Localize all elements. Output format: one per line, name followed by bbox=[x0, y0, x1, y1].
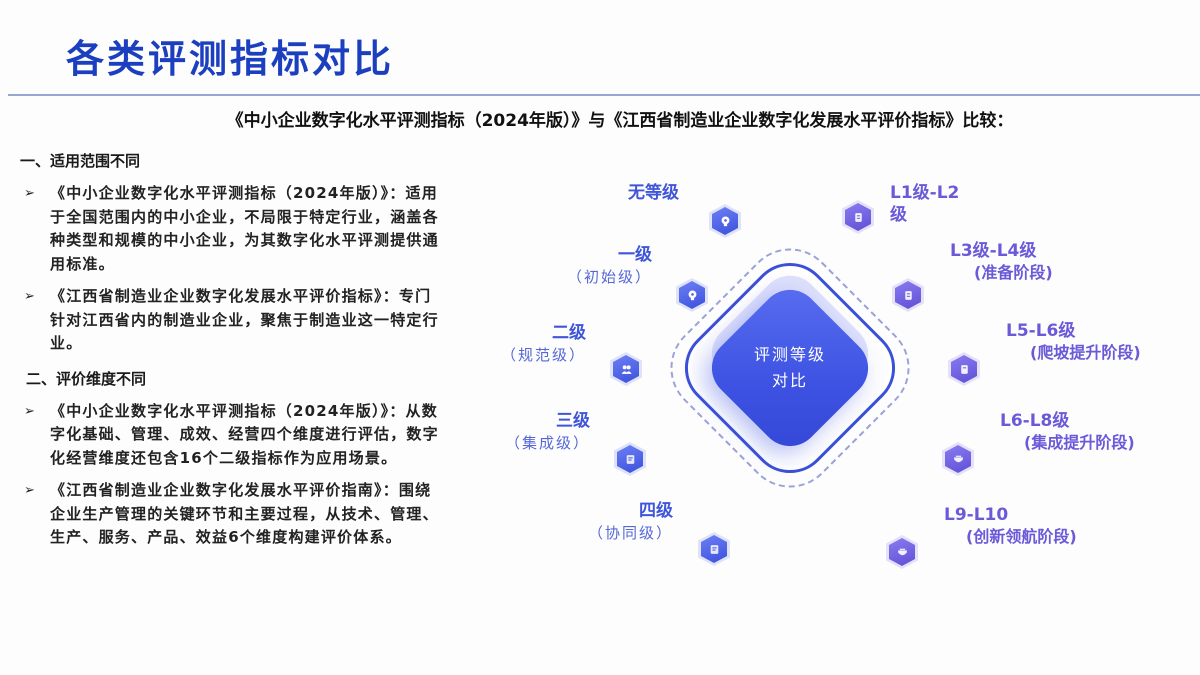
center-label-line1: 评测等级 bbox=[753, 345, 826, 364]
level-node-1 bbox=[676, 278, 708, 312]
level-node-2 bbox=[610, 352, 642, 386]
level-label-l3-l4: L3级-L4级 (准备阶段) bbox=[950, 240, 1053, 284]
clipboard-icon bbox=[904, 290, 912, 300]
document-icon bbox=[710, 544, 718, 554]
level-title: L1级-L2 bbox=[890, 183, 960, 203]
level-node-l5-l6 bbox=[948, 352, 980, 386]
level-title: L3级-L4级 bbox=[950, 241, 1037, 261]
level-subtitle: (集成提升阶段) bbox=[1024, 433, 1135, 452]
bullet-text: 《中小企业数字化水平评测指标（2024年版）》：适用于全国范围内的中小企业，不局… bbox=[50, 184, 439, 273]
clipboard-icon bbox=[854, 212, 862, 222]
arrowhead-bullet-icon: ➢ bbox=[24, 289, 37, 304]
level-label-l9-l10: L9-L10 (创新领航阶段) bbox=[944, 504, 1077, 548]
bullet-item: ➢ 《江西省制造业企业数字化发展水平评价指南》：围绕企业生产管理的关键环节和主要… bbox=[20, 479, 440, 550]
comparison-subtitle: 《中小企业数字化水平评测指标（2024年版）》与《江西省制造业企业数字化发展水平… bbox=[226, 111, 1014, 131]
level-label-4: 四级 （协同级） bbox=[588, 500, 673, 544]
section-heading-dimensions: 二、评价维度不同 bbox=[26, 369, 147, 388]
bullet-item: ➢ 《中小企业数字化水平评测指标（2024年版）》：适用于全国范围内的中小企业，… bbox=[20, 182, 440, 276]
level-node-3 bbox=[614, 442, 646, 476]
level-subtitle: (准备阶段) bbox=[974, 263, 1053, 282]
level-title: L6-L8级 bbox=[1000, 411, 1070, 431]
level-label-l6-l8: L6-L8级 (集成提升阶段) bbox=[1000, 410, 1135, 454]
level-node-l6-l8 bbox=[942, 442, 974, 476]
level-label-none: 无等级 bbox=[628, 182, 679, 204]
section-heading-scope: 一、适用范围不同 bbox=[20, 152, 141, 170]
level-node-4 bbox=[698, 532, 730, 566]
arrowhead-bullet-icon: ➢ bbox=[24, 403, 37, 419]
level-label-l1-l2: L1级-L2 级 bbox=[890, 182, 959, 226]
level-label-2: 二级 （规范级） bbox=[500, 322, 586, 366]
clipboard-icon bbox=[960, 364, 968, 374]
users-icon bbox=[621, 364, 632, 374]
level-node-l1-l2 bbox=[842, 200, 874, 234]
comparison-text-column: 一、适用范围不同 ➢ 《中小企业数字化水平评测指标（2024年版）》：适用于全国… bbox=[20, 150, 440, 559]
level-label-l5-l6: L5-L6级 (爬坡提升阶段) bbox=[1006, 320, 1141, 364]
level-title: 二级 bbox=[552, 323, 586, 343]
bullet-text: 《江西省制造业企业数字化发展水平评价指南》：围绕企业生产管理的关键环节和主要过程… bbox=[50, 481, 439, 546]
bullet-item: ➢ 《中小企业数字化水平评测指标（2024年版）》：从数字化基础、管理、成效、经… bbox=[20, 400, 440, 471]
level-title: L9-L10 bbox=[944, 505, 1009, 525]
level-subtitle: （集成级） bbox=[504, 434, 590, 452]
level-node-none bbox=[709, 204, 741, 238]
level-label-3: 三级 （集成级） bbox=[504, 410, 590, 454]
level-subtitle: （规范级） bbox=[500, 346, 586, 364]
bullet-text: 《江西省制造业企业数字化发展水平评价指标》：专门针对江西省内的制造业企业，聚焦于… bbox=[50, 287, 439, 352]
level-node-l9-l10 bbox=[886, 535, 918, 569]
level-subtitle: （协同级） bbox=[588, 524, 674, 542]
arrowhead-bullet-icon: ➢ bbox=[24, 186, 37, 201]
level-subtitle: （初始级） bbox=[566, 268, 652, 286]
center-label: 评测等级 对比 bbox=[726, 304, 854, 432]
level-node-l3-l4 bbox=[892, 278, 924, 312]
page-title: 各类评测指标对比 bbox=[66, 37, 395, 81]
title-divider bbox=[8, 94, 1200, 96]
center-label-line2: 对比 bbox=[771, 371, 808, 390]
level-subtitle: (爬坡提升阶段) bbox=[1030, 343, 1141, 362]
lightbulb-icon bbox=[688, 290, 696, 300]
bullet-item: ➢ 《江西省制造业企业数字化发展水平评价指标》：专门针对江西省内的制造业企业，聚… bbox=[20, 285, 440, 356]
level-subtitle: 级 bbox=[890, 205, 907, 225]
level-title: 一级 bbox=[618, 245, 652, 265]
arrowhead-bullet-icon: ➢ bbox=[24, 483, 37, 498]
lightbulb-icon bbox=[721, 216, 729, 226]
level-title: 四级 bbox=[639, 501, 674, 521]
level-title: L5-L6级 bbox=[1006, 321, 1076, 341]
document-icon bbox=[626, 454, 634, 464]
bullet-text: 《中小企业数字化水平评测指标（2024年版）》：从数字化基础、管理、成效、经营四… bbox=[50, 401, 439, 467]
level-subtitle: (创新领航阶段) bbox=[966, 527, 1077, 546]
level-title: 三级 bbox=[556, 411, 590, 431]
level-label-1: 一级 （初始级） bbox=[558, 244, 652, 288]
level-title: 无等级 bbox=[628, 183, 679, 203]
box-icon bbox=[897, 548, 907, 555]
level-comparison-diagram: 评测等级 对比 无等级 一级 （初始级） 二级 （规范级） 三级 （集成级） 四… bbox=[480, 160, 1200, 620]
box-icon bbox=[953, 455, 963, 462]
